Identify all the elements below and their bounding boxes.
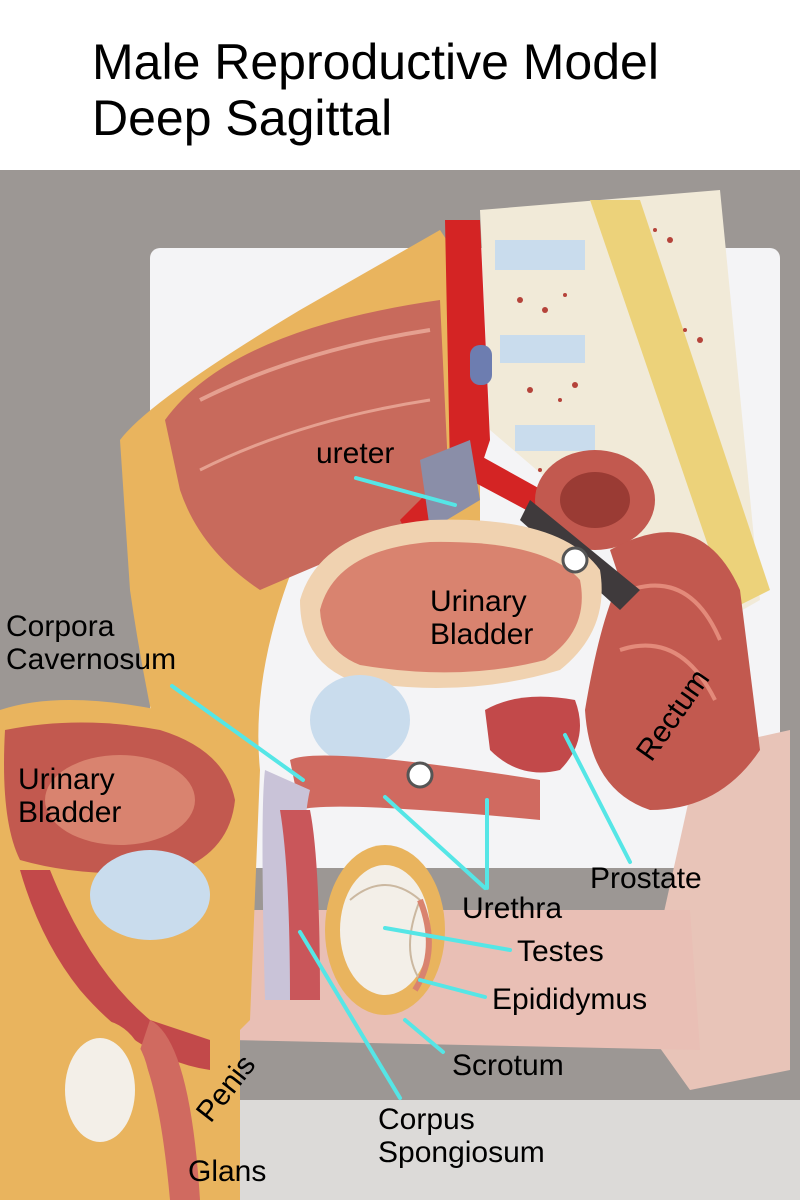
diagram-title: Male Reproductive Model Deep Sagittal (92, 34, 659, 146)
label-epididymus: Epididymus (492, 983, 648, 1016)
label-urinary-bladder-left-line1: Urinary (18, 763, 115, 796)
title-line-1: Male Reproductive Model (92, 34, 659, 90)
label-urinary-bladder-left-line2: Bladder (18, 796, 122, 829)
label-urinary-bladder-main-line1: Urinary (430, 585, 527, 618)
label-prostate: Prostate (590, 862, 702, 895)
abdominal-muscle (165, 300, 450, 590)
label-urethra: Urethra (462, 892, 563, 925)
title-line-2: Deep Sagittal (92, 90, 393, 146)
label-corpora-line2: Cavernosum (6, 643, 177, 676)
spine (480, 190, 760, 640)
label-corpus-line1: Corpus (378, 1103, 475, 1136)
label-corpus-line2: Spongiosum (378, 1136, 545, 1169)
label-glans: Glans (188, 1155, 267, 1188)
prostate (485, 696, 580, 773)
pubic-symphysis (310, 675, 410, 765)
label-urinary-bladder-main-line2: Bladder (430, 618, 534, 651)
label-corpora-line1: Corpora (6, 610, 115, 643)
label-testes: Testes (517, 935, 604, 968)
label-ureter: ureter (316, 437, 395, 470)
label-scrotum: Scrotum (452, 1049, 564, 1082)
